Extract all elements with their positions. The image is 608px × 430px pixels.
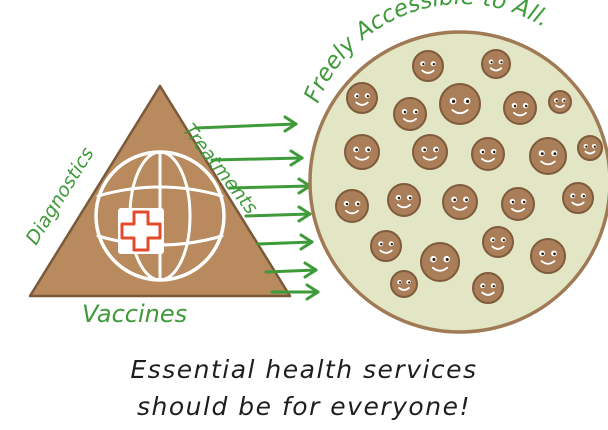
right-arrow-icon (194, 115, 298, 133)
right-arrow-icon (256, 233, 314, 251)
smiling-face-icon (335, 189, 369, 223)
smiling-face-icon (344, 134, 380, 170)
smiling-face-icon (529, 137, 567, 175)
smiling-face-icon (548, 90, 572, 114)
smiling-face-icon (393, 97, 427, 131)
right-arrow-icon (210, 149, 304, 167)
smiling-face-icon (481, 49, 511, 79)
smiling-face-icon (439, 83, 481, 125)
arrows-group (194, 115, 320, 301)
smiling-face-icon (530, 238, 566, 274)
smiling-face-icon (471, 137, 505, 171)
people-community (308, 30, 608, 334)
smiling-face-icon (412, 134, 448, 170)
smiling-face-icon (577, 135, 603, 161)
smiling-face-icon (562, 182, 594, 214)
caption-line-2: should be for everyone! (137, 392, 471, 421)
right-arrow-icon (264, 261, 318, 279)
smiling-face-icon (442, 184, 478, 220)
smiling-face-icon (503, 91, 537, 125)
smiling-face-icon (370, 230, 402, 262)
smiling-face-icon (472, 272, 504, 304)
smiling-face-icon (420, 242, 460, 282)
faces-group (335, 49, 603, 304)
caption-line-1: Essential health services (130, 355, 478, 384)
community-circle (308, 30, 608, 334)
right-arrow-icon (244, 205, 312, 223)
health-services-triangle (28, 84, 292, 298)
smiling-face-icon (412, 50, 444, 82)
label-vaccines: Vaccines (82, 300, 187, 328)
smiling-face-icon (346, 82, 378, 114)
right-arrow-icon (270, 283, 320, 301)
smiling-face-icon (482, 226, 514, 258)
smiling-face-icon (501, 187, 535, 221)
smiling-face-icon (390, 270, 418, 298)
red-cross-icon (118, 208, 164, 254)
smiling-face-icon (387, 183, 421, 217)
